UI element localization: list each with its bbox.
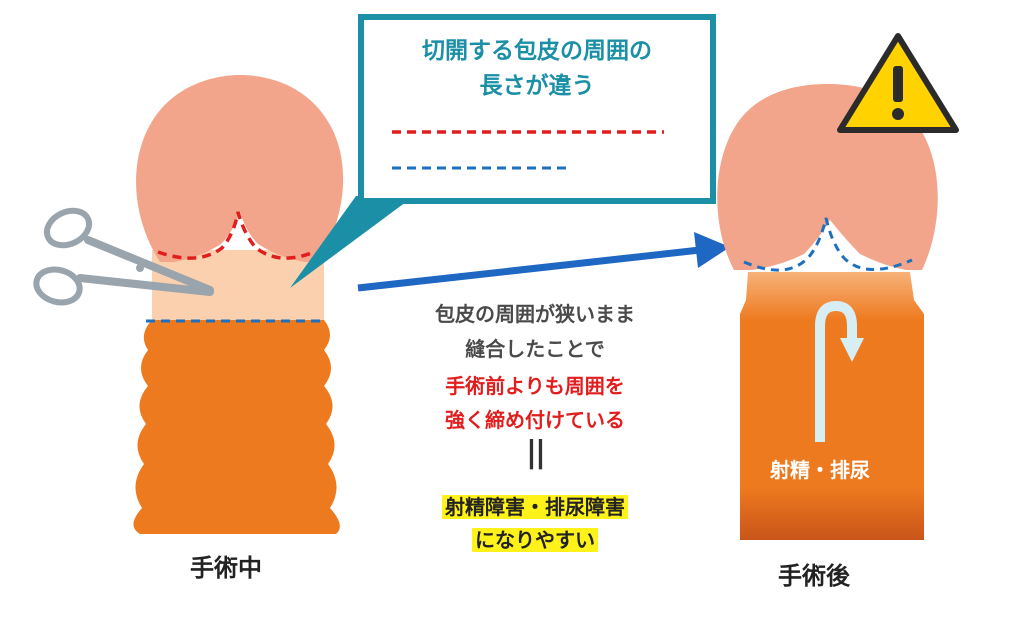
callout-title: 切開する包皮の周囲の 長さが違う <box>364 34 710 104</box>
left-label: 手術中 <box>190 554 262 582</box>
callout-pointer <box>290 196 414 288</box>
caption-line-3: 手術前よりも周囲を <box>445 374 625 398</box>
left-glans <box>136 75 344 262</box>
caption-line-2: 縫合したことで <box>465 337 605 361</box>
highlight-line-1: 射精障害・排尿障害 <box>380 493 690 522</box>
flow-label: 射精・排尿 <box>770 458 870 482</box>
scissors-icon <box>33 207 214 306</box>
highlight-line-2: になりやすい <box>380 526 690 555</box>
caption-line-4: 強く締め付けている <box>445 408 625 432</box>
flow-arrow-icon <box>815 300 864 442</box>
callout-box <box>290 14 716 288</box>
left-foreskin <box>133 320 340 534</box>
right-blue-line <box>743 217 913 272</box>
right-label: 手術後 <box>778 562 850 590</box>
callout-line-2: 長さが違う <box>479 73 595 99</box>
callout-line-1: 切開する包皮の周囲の <box>422 38 652 64</box>
warning-icon <box>837 33 959 133</box>
equals-sign: || <box>526 435 546 470</box>
right-shaft <box>740 272 924 540</box>
highlight-text-1: 射精障害・排尿障害 <box>442 495 628 519</box>
left-red-cut-line <box>157 211 315 260</box>
left-figure <box>133 75 344 534</box>
flow-arrow-icon <box>357 232 730 292</box>
caption-line-1: 包皮の周囲が狭いまま <box>435 302 635 326</box>
highlight-text-2: になりやすい <box>472 528 598 552</box>
